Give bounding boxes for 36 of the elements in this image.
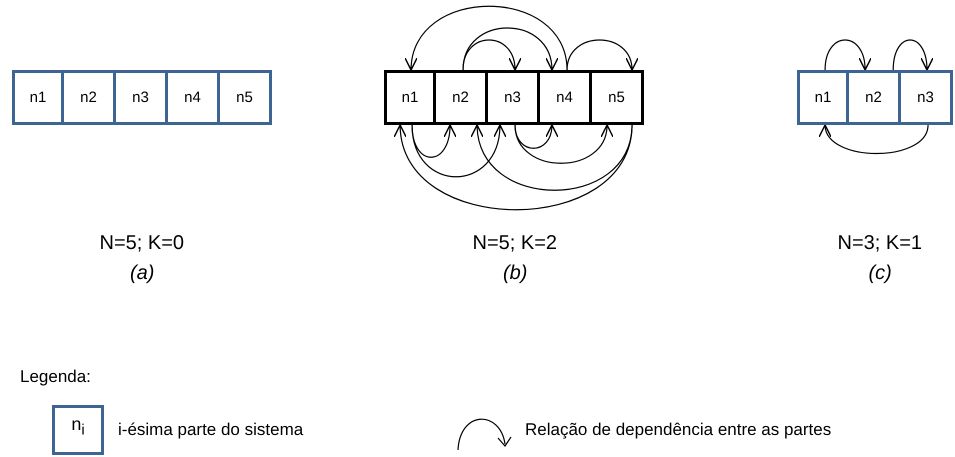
part-box: n3 <box>116 70 168 125</box>
part-box: n1 <box>797 70 849 125</box>
dependency-arrow <box>824 39 871 71</box>
dependency-arrow <box>462 27 557 71</box>
dependency-arrow <box>472 124 633 191</box>
panel-label: (a) <box>130 262 154 285</box>
part-box: n4 <box>168 70 220 125</box>
dependency-arrow <box>566 39 638 71</box>
part-box: n3 <box>488 70 540 125</box>
part-box: n2 <box>436 70 488 125</box>
dependency-arrow <box>821 124 929 154</box>
parameter-caption: N=3; K=1 <box>838 232 922 255</box>
parameter-caption: N=5; K=0 <box>100 232 184 255</box>
part-box: n2 <box>64 70 116 125</box>
dependency-arrow <box>411 124 456 158</box>
panel-label: (c) <box>868 262 892 285</box>
legend-text: Relação de dependência entre as partes <box>525 420 832 440</box>
part-box: n5 <box>220 70 272 125</box>
dependency-arrow <box>411 124 506 178</box>
part-box: n1 <box>384 70 436 125</box>
dependency-arrow <box>514 124 612 164</box>
part-box: n2 <box>849 70 901 125</box>
part-box: n5 <box>592 70 644 125</box>
dependency-arrow <box>892 40 933 71</box>
dependency-arrow <box>406 6 568 71</box>
part-box: n4 <box>540 70 592 125</box>
dependency-arrow <box>514 124 558 149</box>
dependency-arrow <box>462 39 520 71</box>
part-box: n3 <box>901 70 953 125</box>
dependency-arrow <box>396 124 633 210</box>
panel-label: (b) <box>503 262 528 285</box>
parameter-caption: N=5; K=2 <box>472 232 558 255</box>
legend-heading: Legenda: <box>20 367 91 387</box>
part-box: n1 <box>12 70 64 125</box>
legend-text: i-ésima parte do sistema <box>118 420 304 440</box>
part-box: n$_{i}$ <box>52 405 104 455</box>
